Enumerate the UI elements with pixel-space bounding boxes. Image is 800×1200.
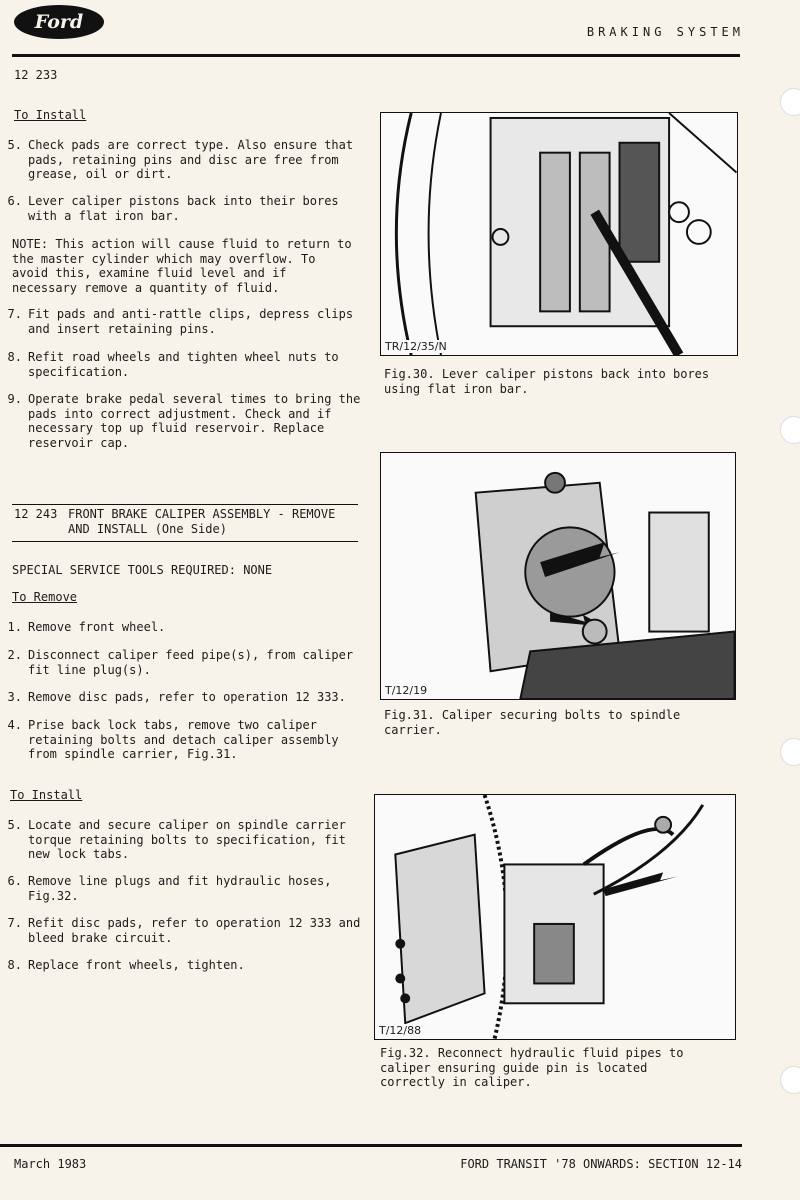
install-step: 7.Refit disc pads, refer to operation 12… bbox=[7, 916, 361, 945]
figure-31-illustration: T/12/19 bbox=[380, 452, 736, 700]
figure-reference-tag: TR/12/35/N bbox=[383, 340, 449, 353]
figure-reference-tag: T/12/19 bbox=[383, 684, 430, 697]
install-step: 9.Operate brake pedal several times to b… bbox=[7, 392, 361, 450]
install-step: 6.Remove line plugs and fit hydraulic ho… bbox=[7, 874, 332, 903]
footer-reference: FORD TRANSIT '78 ONWARDS: SECTION 12-14 bbox=[460, 1157, 742, 1171]
install-step: 5.Check pads are correct type. Also ensu… bbox=[7, 138, 354, 181]
figure-30-illustration: TR/12/35/N bbox=[380, 112, 738, 356]
punch-hole bbox=[780, 416, 800, 444]
remove-step: 3.Remove disc pads, refer to operation 1… bbox=[7, 690, 346, 704]
section-title-box: 12 243 FRONT BRAKE CALIPER ASSEMBLY - RE… bbox=[12, 504, 358, 542]
install-step: 8.Replace front wheels, tighten. bbox=[7, 958, 245, 972]
figure-32-caption: Fig.32. Reconnect hydraulic fluid pipes … bbox=[380, 1046, 684, 1089]
punch-hole bbox=[780, 738, 800, 766]
header-rule bbox=[12, 54, 740, 57]
caliper-pads-drawing bbox=[394, 113, 737, 355]
caliper-bolts-drawing bbox=[474, 471, 735, 699]
remove-step: 1.Remove front wheel. bbox=[7, 620, 166, 634]
figure-31-caption: Fig.31. Caliper securing bolts to spindl… bbox=[384, 708, 681, 737]
section-code: 12 243 bbox=[14, 507, 58, 521]
figure-reference-tag: T/12/88 bbox=[377, 1024, 424, 1037]
figure-32-illustration: T/12/88 bbox=[374, 794, 736, 1040]
install-heading: To Install bbox=[14, 108, 87, 122]
logo-text: Ford bbox=[34, 11, 84, 33]
page-header-title: BRAKING SYSTEM bbox=[586, 25, 744, 39]
install-step: 5.Locate and secure caliper on spindle c… bbox=[7, 818, 346, 861]
punch-hole bbox=[780, 1066, 800, 1094]
punch-hole bbox=[780, 88, 800, 116]
install-step: 6.Lever caliper pistons back into their … bbox=[7, 194, 339, 223]
operation-number: 12 233 bbox=[14, 68, 58, 82]
remove-heading: To Remove bbox=[12, 590, 78, 604]
remove-step: 4.Prise back lock tabs, remove two calip… bbox=[7, 718, 339, 761]
caution-note: NOTE: This action will cause fluid to re… bbox=[12, 237, 352, 295]
section-title: FRONT BRAKE CALIPER ASSEMBLY - REMOVE AN… bbox=[68, 507, 336, 536]
special-tools: SPECIAL SERVICE TOOLS REQUIRED: NONE bbox=[12, 563, 273, 577]
remove-step: 2.Disconnect caliper feed pipe(s), from … bbox=[7, 648, 354, 677]
ford-logo: Ford bbox=[14, 5, 104, 39]
install-step: 7.Fit pads and anti-rattle clips, depres… bbox=[7, 307, 354, 336]
hydraulic-pipes-drawing bbox=[394, 795, 705, 1039]
footer-date: March 1983 bbox=[14, 1157, 87, 1171]
install-step: 8.Refit road wheels and tighten wheel nu… bbox=[7, 350, 339, 379]
install-heading: To Install bbox=[10, 788, 83, 802]
footer-rule bbox=[0, 1144, 742, 1147]
figure-30-caption: Fig.30. Lever caliper pistons back into … bbox=[384, 367, 710, 396]
